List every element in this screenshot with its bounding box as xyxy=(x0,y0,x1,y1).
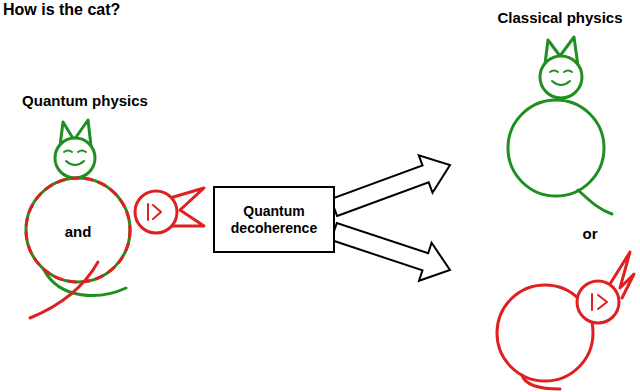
page-title: How is the cat? xyxy=(3,1,120,19)
box-label: Quantum decoherence xyxy=(231,203,317,237)
green-tail xyxy=(578,190,612,214)
green-body xyxy=(26,178,130,282)
process-box: Quantum decoherence xyxy=(213,186,335,253)
connective-word: or xyxy=(583,225,598,242)
green-head xyxy=(540,56,582,98)
red-head xyxy=(135,191,177,233)
group-heading: Quantum physics xyxy=(22,92,148,109)
red-tail xyxy=(522,375,560,389)
group-heading: Classical physics xyxy=(497,9,622,26)
red-tail xyxy=(30,262,98,318)
superposed-cat: Quantum physics and xyxy=(10,90,206,335)
connective-word: and xyxy=(65,223,92,240)
green-body xyxy=(508,100,604,196)
block-arrow xyxy=(331,223,450,281)
classical-cats: Classical physics or xyxy=(450,4,636,390)
red-head xyxy=(577,281,619,323)
block-arrow xyxy=(331,155,450,216)
green-head xyxy=(55,138,95,178)
red-body-dashes xyxy=(26,178,130,282)
